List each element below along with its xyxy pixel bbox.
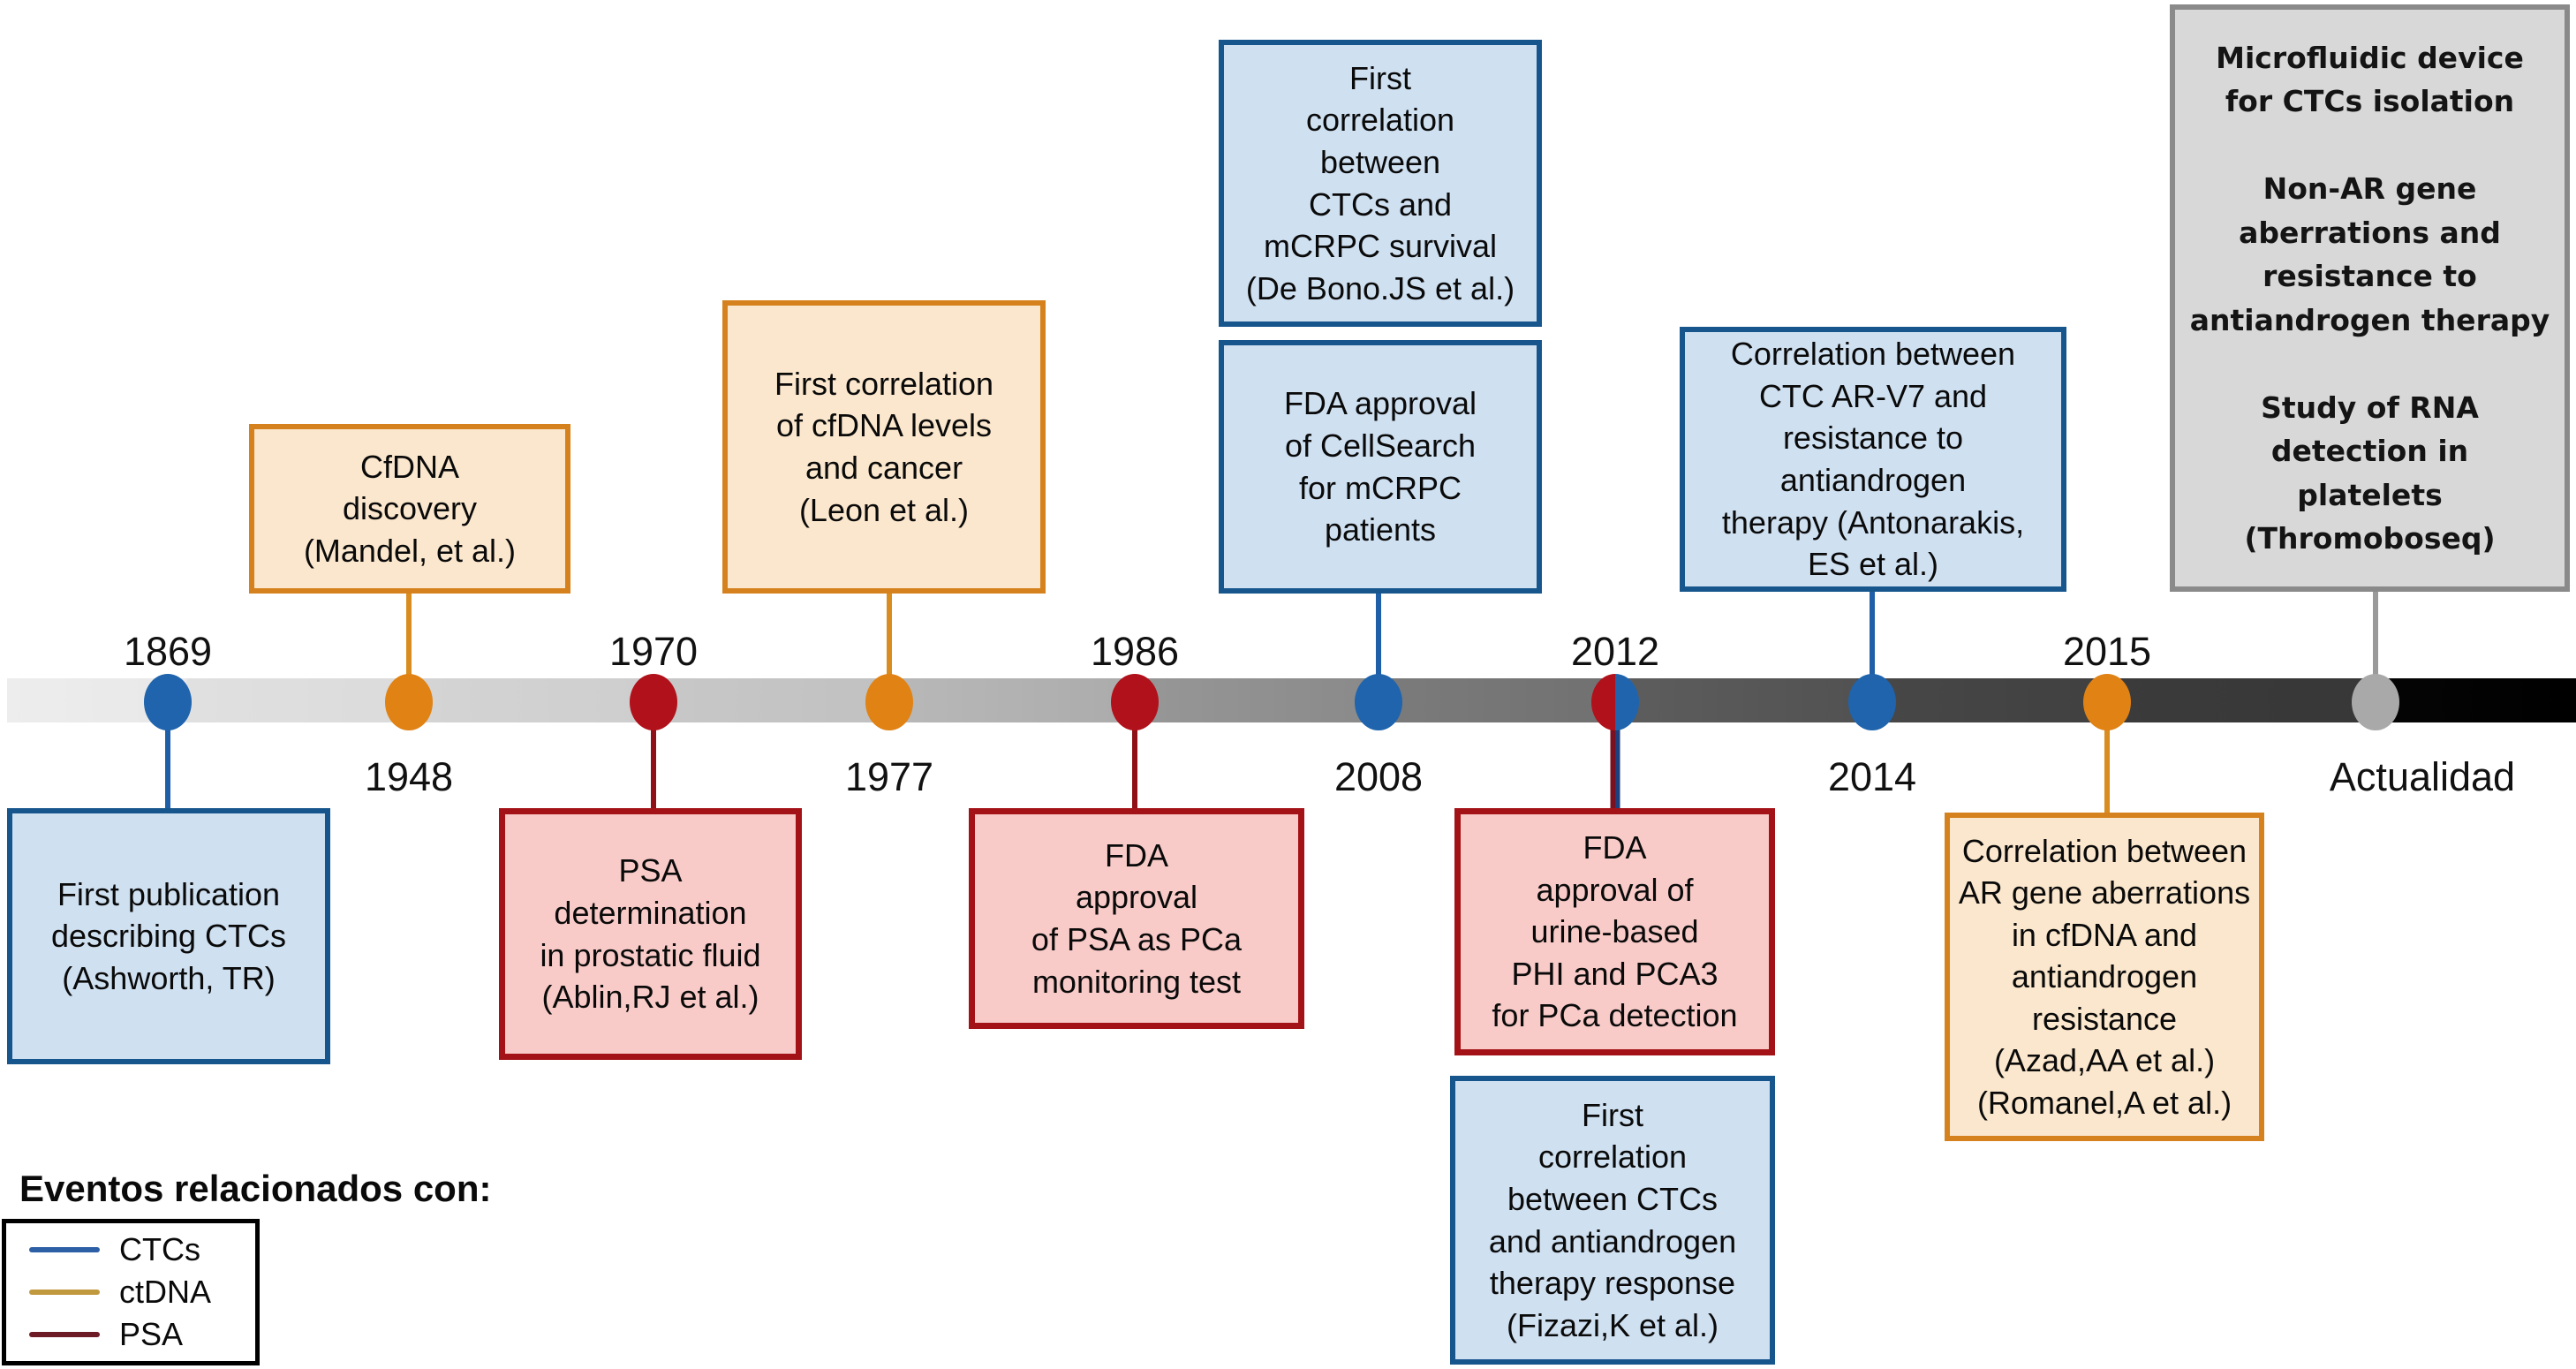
- event-box-actualidad: Microfluidic device for CTCs isolation N…: [2170, 4, 2570, 592]
- event-box-first-ctc-publication: First publication describing CTCs (Ashwo…: [7, 808, 330, 1064]
- legend-line-ctcs-icon: [29, 1247, 100, 1252]
- legend-label-psa: PSA: [119, 1316, 184, 1352]
- legend-item-ctdna: ctDNA: [6, 1274, 255, 1311]
- legend-line-ctdna-icon: [29, 1290, 100, 1295]
- event-box-actualidad-text: Microfluidic device for CTCs isolation N…: [2189, 40, 2550, 556]
- event-box-first-ctc-publication-text: First publication describing CTCs (Ashwo…: [50, 875, 287, 996]
- year-label-2015: 2015: [2062, 629, 2152, 674]
- year-label-1970: 1970: [608, 629, 699, 674]
- legend-title: Eventos relacionados con:: [19, 1168, 492, 1209]
- connector-1977: [887, 590, 892, 702]
- event-box-ar-aberrations-cfdna-text: Correlation between AR gene aberrations …: [1958, 832, 2251, 1121]
- connector-2008: [1376, 590, 1381, 702]
- timeline-dot-1970: [630, 674, 677, 730]
- event-box-arv7-resistance-text: Correlation between CTC AR-V7 and resist…: [1721, 336, 2025, 583]
- year-label-2014: 2014: [1827, 754, 1917, 799]
- connector-1970: [651, 702, 656, 810]
- connector-actualidad: [2373, 588, 2378, 702]
- legend-line-psa-icon: [29, 1332, 100, 1337]
- legend-item-ctcs: CTCs: [6, 1231, 255, 1268]
- event-box-cfdna-cancer-correlation: First correlation of cfDNA levels and ca…: [722, 300, 1046, 594]
- event-box-psa-determination-text: PSA determination in prostatic fluid (Ab…: [540, 852, 761, 1016]
- event-box-cellsearch-approval: FDA approval of CellSearch for mCRPC pat…: [1219, 340, 1542, 594]
- connector-2014: [1870, 588, 1875, 702]
- year-label-1869: 1869: [123, 629, 213, 674]
- timeline-dot-1977: [865, 674, 913, 730]
- timeline-dot-2012: [1591, 674, 1639, 730]
- year-label-1977: 1977: [844, 754, 934, 799]
- year-label-2008: 2008: [1333, 754, 1424, 799]
- legend-item-psa: PSA: [6, 1316, 255, 1353]
- event-box-cfdna-discovery: CfDNA discovery (Mandel, et al.): [249, 424, 570, 594]
- connector-2012: [1610, 702, 1620, 810]
- connector-2015: [2104, 702, 2110, 814]
- legend-label-ctcs: CTCs: [119, 1231, 200, 1267]
- event-box-cfdna-cancer-correlation-text: First correlation of cfDNA levels and ca…: [774, 365, 994, 528]
- legend: CTCs ctDNA PSA: [2, 1219, 260, 1365]
- event-box-arv7-resistance: Correlation between CTC AR-V7 and resist…: [1680, 327, 2066, 592]
- timeline-dot-1869: [144, 674, 192, 730]
- event-box-ctc-therapy-response-text: First correlation between CTCs and antia…: [1488, 1096, 1737, 1343]
- legend-label-ctdna: ctDNA: [119, 1274, 212, 1310]
- event-box-cfdna-discovery-text: CfDNA discovery (Mandel, et al.): [303, 448, 517, 569]
- timeline-dot-actualidad: [2352, 674, 2399, 730]
- event-box-ctc-mcrpc-survival: First correlation between CTCs and mCRPC…: [1219, 40, 1542, 327]
- event-box-ctc-mcrpc-survival-text: First correlation between CTCs and mCRPC…: [1245, 59, 1515, 306]
- year-label-actualidad: Actualidad: [2329, 754, 2516, 799]
- timeline-dot-2015: [2083, 674, 2131, 730]
- event-box-psa-fda-approval-text: FDA approval of PSA as PCa monitoring te…: [1031, 836, 1243, 1000]
- connector-1948: [406, 590, 412, 702]
- event-box-phi-pca3-approval: FDA approval of urine-based PHI and PCA3…: [1454, 808, 1775, 1055]
- timeline-dot-2014: [1848, 674, 1896, 730]
- year-label-2012: 2012: [1570, 629, 1660, 674]
- event-box-ctc-therapy-response: First correlation between CTCs and antia…: [1450, 1076, 1775, 1365]
- year-label-1948: 1948: [364, 754, 454, 799]
- timeline-dot-1986: [1111, 674, 1159, 730]
- timeline-dot-2008: [1355, 674, 1402, 730]
- event-box-psa-fda-approval: FDA approval of PSA as PCa monitoring te…: [969, 808, 1304, 1029]
- timeline-dot-1948: [385, 674, 433, 730]
- event-box-psa-determination: PSA determination in prostatic fluid (Ab…: [499, 808, 802, 1060]
- event-box-cellsearch-approval-text: FDA approval of CellSearch for mCRPC pat…: [1283, 385, 1477, 548]
- year-label-1986: 1986: [1090, 629, 1180, 674]
- event-box-ar-aberrations-cfdna: Correlation between AR gene aberrations …: [1945, 813, 2264, 1141]
- event-box-phi-pca3-approval-text: FDA approval of urine-based PHI and PCA3…: [1492, 829, 1738, 1034]
- connector-1986: [1132, 702, 1137, 810]
- timeline-bar: [7, 678, 2576, 722]
- connector-1869: [165, 702, 170, 810]
